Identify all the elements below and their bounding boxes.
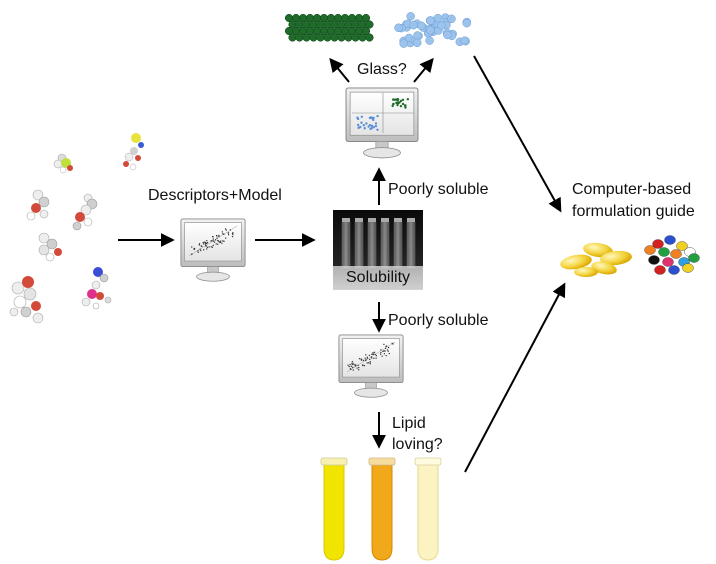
tube-pale [414, 457, 442, 561]
arrow-glass-to-amorphous [413, 57, 434, 83]
arrow-amorphous-to-guide [473, 55, 562, 213]
molecule-5 [38, 232, 62, 262]
molecule-models [9, 133, 144, 324]
colored-tablets [644, 235, 700, 275]
label-formulation-line1: Computer-based [572, 181, 692, 198]
label-poorly-soluble-lower: Poorly soluble [388, 312, 489, 329]
flow-arrows [118, 55, 566, 473]
tube-yellow [320, 457, 348, 561]
tube-orange [368, 457, 396, 561]
softgel-capsules [560, 242, 632, 277]
solubility-vials [333, 210, 423, 290]
test-tubes [320, 457, 442, 561]
label-solubility: Solubility [346, 269, 411, 286]
label-lipid-line1: Lipid [392, 415, 426, 432]
scatter-plot-icon [346, 341, 396, 373]
label-formulation-line2: formulation guide [572, 203, 695, 220]
molecule-2 [123, 133, 144, 171]
arrow-glass-to-crystal [329, 57, 350, 83]
label-lipid-line2: loving? [392, 436, 443, 453]
monitor-glass [345, 87, 419, 159]
molecule-6 [9, 276, 44, 324]
label-glass-question: Glass? [357, 61, 407, 78]
monitor-lipid [338, 334, 404, 398]
molecule-1 [53, 153, 73, 174]
arrow-tubes-to-guide [464, 282, 566, 473]
molecule-3 [26, 189, 50, 221]
glass-plot-icon [352, 93, 414, 133]
label-descriptors-model: Descriptors+Model [148, 187, 282, 204]
monitor-descriptors-model [180, 218, 246, 282]
molecule-7 [81, 267, 112, 310]
amorphous-glass-image [394, 12, 472, 48]
scatter-plot-icon [188, 225, 238, 257]
molecule-4 [72, 193, 98, 231]
crystal-lattice-image [284, 13, 374, 42]
label-poorly-soluble-upper: Poorly soluble [388, 181, 489, 198]
